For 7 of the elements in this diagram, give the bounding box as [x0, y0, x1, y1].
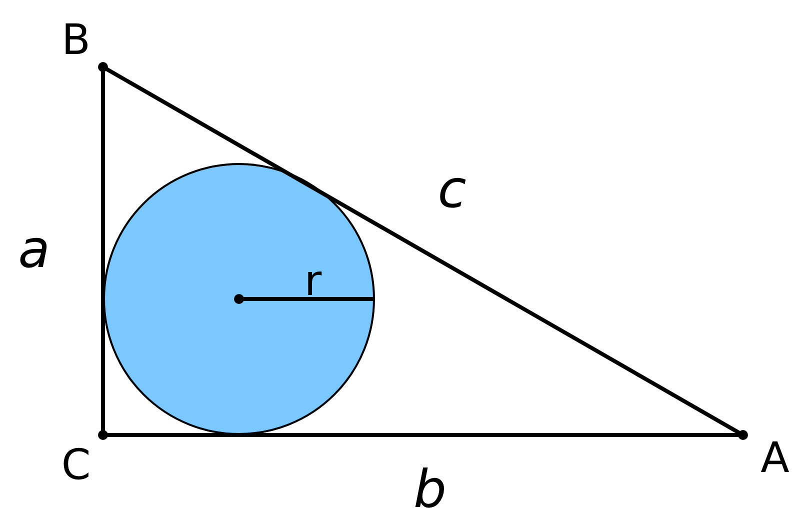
- side-label: c: [438, 164, 466, 216]
- side-label: b: [414, 464, 446, 512]
- radius-label: r: [304, 260, 322, 302]
- vertex-label: A: [760, 437, 790, 479]
- vertex-label: B: [62, 19, 90, 61]
- side-label: a: [18, 224, 50, 276]
- vertex-label: C: [61, 444, 91, 486]
